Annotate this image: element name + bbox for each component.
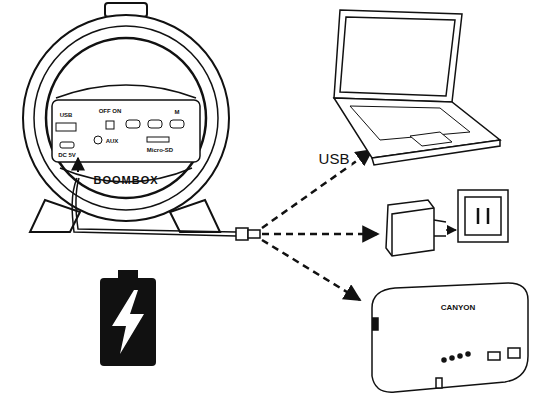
port-label: Micro-SD [147, 147, 173, 153]
port-label: USB [60, 112, 73, 118]
brand-label: CANYON [441, 304, 476, 312]
brand-label: BOOMBOX [93, 175, 158, 186]
button-label: M [175, 109, 180, 115]
dashed-arrow [262, 150, 378, 300]
charging-cable [72, 158, 260, 240]
laptop [334, 10, 500, 165]
connection-label: USB [317, 150, 352, 167]
wall-adapter [386, 190, 508, 256]
switch-label: OFF ON [99, 108, 122, 114]
port-label: DC 5V [58, 152, 76, 158]
speaker [23, 3, 229, 232]
port-label: AUX [106, 138, 119, 144]
power-bank [372, 283, 528, 392]
battery-icon [100, 270, 156, 366]
